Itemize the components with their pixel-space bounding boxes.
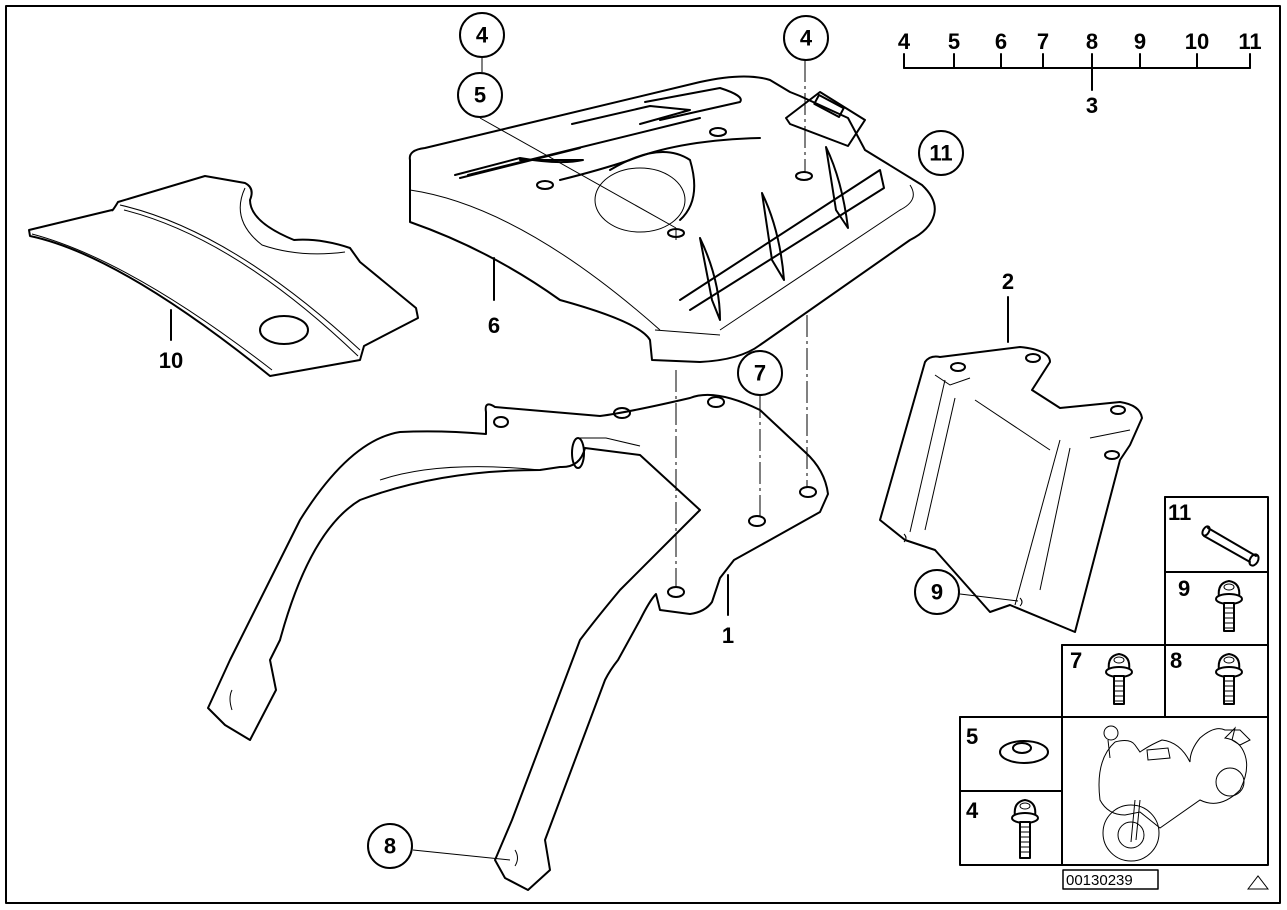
- legend-cell-8[interactable]: 8: [1170, 648, 1243, 705]
- callout-4-left[interactable]: 4: [459, 12, 505, 58]
- kit-tick-label-10: 10: [1185, 29, 1209, 54]
- kit-tick-label-6: 6: [995, 29, 1007, 54]
- pin-sleeve-icon: [1201, 525, 1260, 567]
- legend-cell-4[interactable]: 4: [966, 798, 1039, 859]
- legend-cell-9[interactable]: 9: [1178, 576, 1243, 632]
- triangle-icon: [1246, 875, 1270, 890]
- callout-8[interactable]: 8: [367, 823, 413, 869]
- part-1-carrier-frame[interactable]: 1: [207, 393, 829, 891]
- torx-bolt-icon: [1215, 580, 1243, 632]
- kit-tick-label-11: 11: [1238, 29, 1261, 54]
- svg-text:8: 8: [384, 834, 396, 859]
- part-10-cover-panel[interactable]: 10: [28, 175, 419, 377]
- svg-text:4: 4: [966, 798, 979, 823]
- legend-table: [959, 496, 1269, 866]
- legend-cell-7[interactable]: 7: [1070, 648, 1133, 705]
- motorcycle-silhouette-icon: [1098, 725, 1251, 862]
- callout-4-right[interactable]: 4: [783, 15, 829, 61]
- leader-9: [959, 593, 1019, 602]
- part-6-carrier-plate[interactable]: 6: [408, 75, 936, 363]
- svg-text:8: 8: [1170, 648, 1182, 673]
- kit-bracket-3: 4 5 6 7 8 9 10 11 3: [898, 29, 1262, 118]
- diagram-id-box: 00130239: [1062, 869, 1159, 890]
- callout-9[interactable]: 9: [914, 569, 960, 615]
- svg-text:7: 7: [1070, 648, 1082, 673]
- svg-text:7: 7: [754, 361, 766, 386]
- svg-text:4: 4: [800, 26, 813, 51]
- torx-bolt-long-icon: [1011, 799, 1039, 859]
- svg-text:4: 4: [476, 23, 489, 48]
- washer-icon: [999, 740, 1049, 764]
- label-part-3: 3: [1086, 93, 1098, 118]
- legend-cell-5[interactable]: 5: [966, 724, 1049, 764]
- leader-5: [479, 117, 677, 229]
- svg-text:5: 5: [474, 83, 486, 108]
- kit-tick-label-5: 5: [948, 29, 960, 54]
- torx-bolt-icon: [1105, 653, 1133, 705]
- kit-tick-label-9: 9: [1134, 29, 1146, 54]
- callout-5-left[interactable]: 5: [457, 72, 503, 118]
- legend-cell-11[interactable]: 11: [1168, 500, 1260, 567]
- svg-text:9: 9: [931, 580, 943, 605]
- label-part-2: 2: [1002, 269, 1014, 294]
- svg-text:11: 11: [929, 141, 952, 166]
- kit-tick-label-7: 7: [1037, 29, 1049, 54]
- svg-text:9: 9: [1178, 576, 1190, 601]
- svg-text:00130239: 00130239: [1066, 872, 1133, 889]
- callout-11[interactable]: 11: [918, 130, 964, 176]
- svg-text:5: 5: [966, 724, 978, 749]
- label-part-6: 6: [488, 313, 500, 338]
- torx-bolt-icon: [1215, 653, 1243, 705]
- svg-text:11: 11: [1168, 500, 1191, 525]
- kit-tick-label-4: 4: [898, 29, 911, 54]
- leader-8: [412, 849, 511, 861]
- part-2-side-bracket[interactable]: 2: [879, 269, 1143, 633]
- kit-tick-label-8: 8: [1086, 29, 1098, 54]
- label-part-1: 1: [722, 623, 734, 648]
- callout-7[interactable]: 7: [737, 350, 783, 396]
- diagram-frame: [5, 5, 1281, 904]
- label-part-10: 10: [159, 348, 183, 373]
